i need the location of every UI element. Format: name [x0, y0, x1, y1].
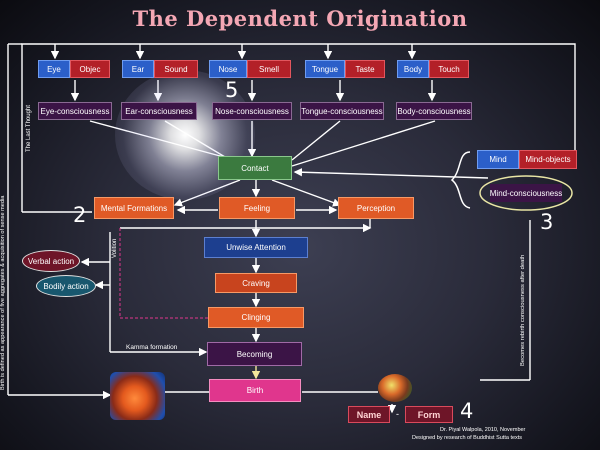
credit-line-1: Dr. Piyal Walpola, 2010, November [440, 427, 526, 433]
sense-organ-body[interactable]: Body [397, 60, 429, 78]
tongue-consciousness[interactable]: Tongue-consciousness [300, 102, 384, 120]
volition-label: Volition [112, 238, 118, 258]
nose-consciousness[interactable]: Nose-consciousness [212, 102, 292, 120]
clinging-node[interactable]: Clinging [208, 307, 304, 328]
birth-node[interactable]: Birth [209, 379, 301, 402]
mental-formations-node[interactable]: Mental Formations [94, 197, 174, 219]
verbal-action-node[interactable]: Verbal action [22, 250, 80, 272]
kamma-formation-label: Kamma formation [126, 344, 178, 351]
cell-image [378, 374, 412, 402]
marker-4: 4 [460, 399, 474, 423]
sense-object-ear[interactable]: Sound [154, 60, 198, 78]
name-form-dash: - [396, 409, 399, 419]
contact-node[interactable]: Contact [218, 156, 292, 180]
birth-definition-label: Birth is defined as appearance of five a… [0, 195, 6, 390]
credit-line-2: Designed by research of Buddhist Sutta t… [412, 435, 523, 441]
sense-object-body[interactable]: Touch [429, 60, 469, 78]
sense-organ-mind[interactable]: Mind [477, 150, 519, 169]
craving-node[interactable]: Craving [215, 273, 297, 293]
form-node[interactable]: Form [405, 406, 453, 423]
sense-object-eye[interactable]: Objec [70, 60, 110, 78]
marker-5: 5 [225, 78, 239, 102]
sense-organ-tongue[interactable]: Tongue [305, 60, 345, 78]
becoming-node[interactable]: Becoming [207, 342, 302, 366]
embryo-image [110, 372, 165, 420]
perception-node[interactable]: Perception [338, 197, 414, 219]
sense-organ-ear[interactable]: Ear [122, 60, 154, 78]
feeling-node[interactable]: Feeling [219, 197, 295, 219]
last-thought-label: The Last Thought [26, 105, 32, 152]
ear-consciousness[interactable]: Ear-consciousness [121, 102, 197, 120]
bodily-action-node[interactable]: Bodily action [36, 275, 96, 297]
page-title: The Dependent Origination [132, 6, 468, 31]
sense-organ-eye[interactable]: Eye [38, 60, 70, 78]
mind-consciousness[interactable]: Mind-consciousness [490, 184, 562, 202]
sense-object-tongue[interactable]: Taste [345, 60, 385, 78]
unwise-attention-node[interactable]: Unwise Attention [204, 237, 308, 258]
sense-organ-nose[interactable]: Nose [209, 60, 247, 78]
marker-2: 2 [73, 203, 87, 227]
marker-3: 3 [540, 210, 554, 234]
body-consciousness[interactable]: Body-consciousness [396, 102, 472, 120]
sense-object-nose[interactable]: Smell [247, 60, 291, 78]
rebirth-label: Becomes rebirth consciousness after deat… [520, 254, 526, 366]
sense-object-mind[interactable]: Mind-objects [519, 150, 577, 169]
eye-consciousness[interactable]: Eye-consciousness [38, 102, 112, 120]
name-node[interactable]: Name [348, 406, 390, 423]
